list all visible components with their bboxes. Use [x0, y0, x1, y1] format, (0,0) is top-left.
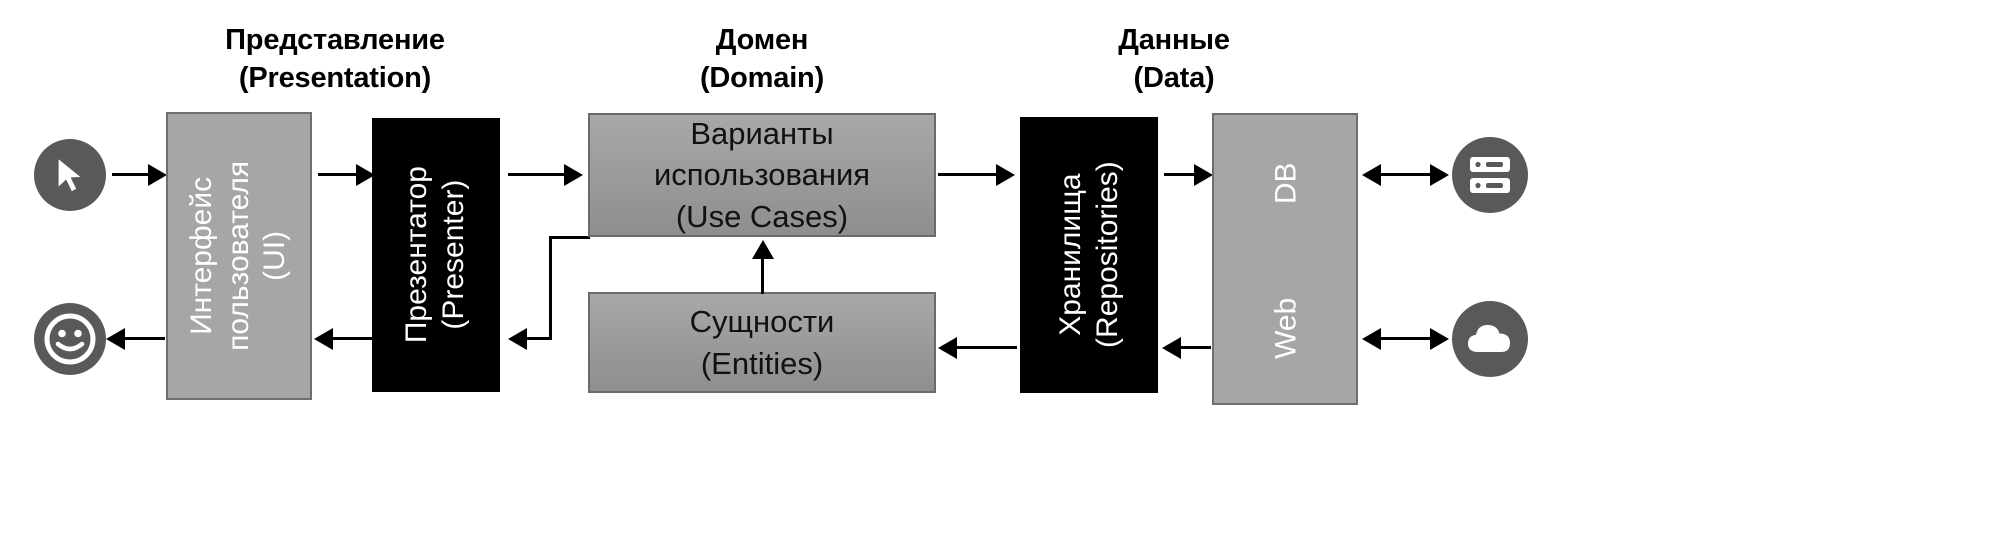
arrow-repositories-to-entities-line — [955, 346, 1017, 349]
section-label-presentation: Представление (Presentation) — [225, 24, 445, 94]
arrow-web-to-cloud-head-left — [1362, 328, 1381, 350]
section-label-domain: Домен (Domain) — [699, 24, 825, 94]
arrow-entities-to-usecases-head — [752, 240, 774, 259]
arrow-ui-to-smiley-line — [123, 337, 165, 340]
box-repositories-label: Хранилища (Repositories) — [1053, 161, 1124, 349]
box-ui[interactable]: Интерфейс пользователя (UI) — [166, 112, 312, 400]
arrow-repositories-to-db-head — [1194, 164, 1213, 186]
cloud-icon — [1452, 301, 1528, 377]
box-repositories[interactable]: Хранилища (Repositories) — [1020, 117, 1158, 393]
box-use-cases[interactable]: Варианты использования (Use Cases) — [588, 113, 936, 237]
arrow-presenter-to-usecases-head — [564, 164, 583, 186]
arrow-ui-to-presenter-line — [318, 173, 358, 176]
arrow-web-to-cloud-head-right — [1430, 328, 1449, 350]
box-use-cases-label: Варианты использования (Use Cases) — [653, 115, 871, 234]
connector-usecases-to-presenter-bottom — [525, 337, 552, 340]
connector-usecases-to-presenter-vertical — [549, 236, 552, 339]
box-entities-label: Сущности (Entities) — [689, 303, 835, 381]
box-data-sources[interactable]: DB Web — [1212, 113, 1358, 405]
section-label-data: Данные (Data) — [1118, 24, 1230, 94]
arrow-presenter-to-ui-head — [314, 328, 333, 350]
arrow-repositories-to-db-line — [1164, 173, 1198, 176]
connector-usecases-to-presenter-head — [508, 328, 527, 350]
arrow-ui-to-presenter-head — [356, 164, 375, 186]
smiley-icon — [34, 303, 106, 375]
arrow-repositories-to-entities-head — [938, 337, 957, 359]
cursor-icon — [34, 139, 106, 211]
arrow-presenter-to-ui-line — [331, 337, 373, 340]
arrow-web-to-repositories-head — [1162, 337, 1181, 359]
arrow-usecases-to-repositories-line — [938, 173, 998, 176]
box-presenter-label: Презентатор (Presenter) — [400, 166, 470, 344]
arrow-db-to-server-head-right — [1430, 164, 1449, 186]
arrow-cursor-to-ui-line — [112, 173, 150, 176]
arrow-db-to-server-line — [1379, 173, 1432, 176]
box-entities[interactable]: Сущности (Entities) — [588, 292, 936, 393]
box-presenter[interactable]: Презентатор (Presenter) — [372, 118, 500, 392]
box-ui-label: Интерфейс пользователя (UI) — [185, 161, 292, 351]
arrow-presenter-to-usecases-line — [508, 173, 566, 176]
arrow-web-to-repositories-line — [1179, 346, 1211, 349]
arrow-db-to-server-head-left — [1362, 164, 1381, 186]
arrow-cursor-to-ui-head — [148, 164, 167, 186]
connector-usecases-to-presenter-top — [549, 236, 590, 239]
arrow-ui-to-smiley-head — [106, 328, 125, 350]
box-web-label: Web — [1269, 297, 1303, 359]
arrow-usecases-to-repositories-head — [996, 164, 1015, 186]
arrow-entities-to-usecases-line — [761, 258, 764, 294]
arrow-web-to-cloud-line — [1379, 337, 1432, 340]
server-icon — [1452, 137, 1528, 213]
